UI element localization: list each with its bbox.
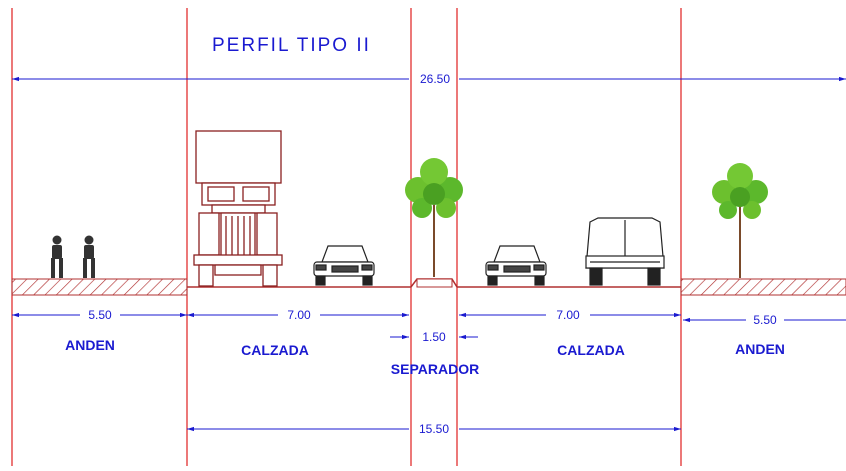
dimension-subtotal: 15.50 [187,422,681,436]
tree-icon [712,163,768,278]
label-calzada-left: CALZADA [241,342,309,358]
dimension-subtotal-value: 15.50 [419,422,449,436]
drawing-title: PERFIL TIPO II [212,35,371,56]
section-lines [11,8,682,466]
dimension-separador-value: 1.50 [422,330,446,344]
dimension-anden-right-value: 5.50 [753,313,777,327]
dimension-calzada-left: 7.00 [187,308,409,322]
car-icon [485,245,547,286]
dimension-separador: 1.50 [390,330,478,344]
label-anden-right: ANDEN [735,341,785,357]
truck-icon [193,130,283,287]
dimension-anden-right: 5.50 [683,313,846,327]
dimension-anden-left: 5.50 [12,308,187,322]
dimension-anden-left-value: 5.50 [88,308,112,322]
sidewalk-left [11,278,188,296]
label-anden-left: ANDEN [65,337,115,353]
car-icon [313,245,375,286]
pedestrian-icon [83,235,95,278]
label-calzada-right: CALZADA [557,342,625,358]
ground-profile [11,278,846,296]
label-separador: SEPARADOR [391,361,479,377]
dimension-calzada-right: 7.00 [459,308,681,322]
dimension-calzada-left-value: 7.00 [287,308,311,322]
sidewalk-right [680,278,846,296]
median-curb [416,278,453,288]
dimension-total: 26.50 [12,72,846,86]
dimension-calzada-right-value: 7.00 [556,308,580,322]
van-icon [585,217,665,286]
dimension-total-value: 26.50 [420,72,450,86]
tree-icon [405,158,463,277]
pedestrian-icon [51,235,63,278]
